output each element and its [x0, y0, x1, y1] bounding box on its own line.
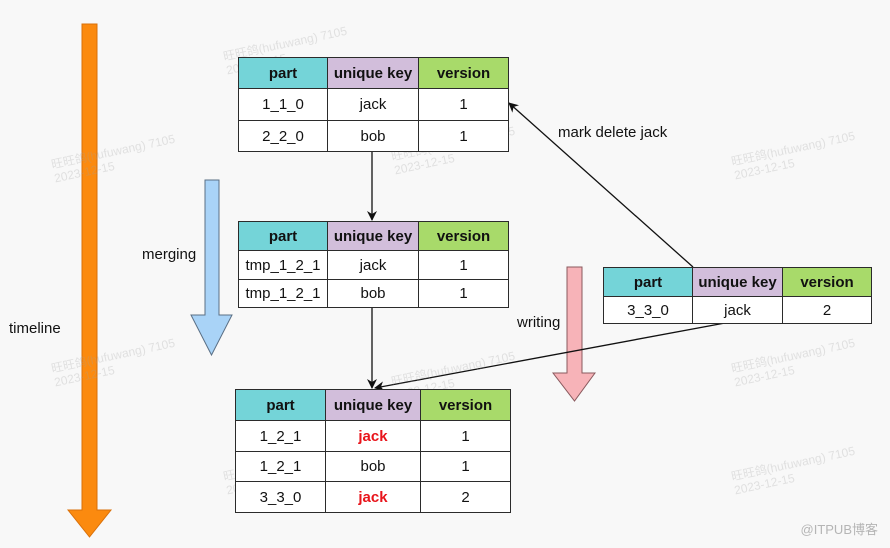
table-row: 1_1_0 jack 1 — [238, 88, 509, 121]
cell-version: 1 — [420, 420, 511, 452]
header-unique-key: unique key — [327, 221, 419, 251]
table-row: 2_2_0 bob 1 — [238, 120, 509, 152]
cell-key-highlighted: jack — [325, 420, 421, 452]
header-unique-key: unique key — [325, 389, 421, 421]
header-unique-key: unique key — [327, 57, 419, 89]
cell-part: 3_3_0 — [603, 296, 693, 324]
cell-part: tmp_1_2_1 — [238, 250, 328, 280]
merging-parts-table: part unique key version tmp_1_2_1 jack 1… — [238, 221, 509, 308]
header-part: part — [603, 267, 693, 297]
cell-version: 1 — [418, 279, 509, 308]
write-connector — [374, 322, 726, 392]
header-unique-key: unique key — [692, 267, 783, 297]
header-part: part — [238, 57, 328, 89]
source-credit: @ITPUB博客 — [800, 522, 878, 537]
timeline-label: timeline — [9, 320, 61, 337]
new-write-table: part unique key version 3_3_0 jack 2 — [603, 267, 872, 324]
cell-key: bob — [327, 120, 419, 152]
initial-parts-table: part unique key version 1_1_0 jack 1 2_2… — [238, 57, 509, 152]
cell-version: 2 — [420, 481, 511, 513]
writing-arrow — [551, 266, 596, 402]
table-header-row: part unique key version — [238, 221, 509, 251]
cell-version: 2 — [782, 296, 872, 324]
table-header-row: part unique key version — [603, 267, 872, 297]
cell-key: jack — [692, 296, 783, 324]
header-version: version — [782, 267, 872, 297]
timeline-arrow — [66, 23, 113, 538]
cell-key: jack — [327, 88, 419, 121]
header-version: version — [418, 221, 509, 251]
cell-part: 2_2_0 — [238, 120, 328, 152]
cell-part: 1_1_0 — [238, 88, 328, 121]
cell-version: 1 — [418, 120, 509, 152]
mark-delete-connector — [508, 102, 694, 268]
cell-part: 1_2_1 — [235, 420, 326, 452]
writing-label: writing — [517, 314, 561, 331]
result-parts-table: part unique key version 1_2_1 jack 1 1_2… — [235, 389, 511, 513]
cell-version: 1 — [420, 451, 511, 482]
cell-key: jack — [327, 250, 419, 280]
merging-label: merging — [142, 246, 197, 263]
table-row: 3_3_0 jack 2 — [603, 296, 872, 324]
table-row: tmp_1_2_1 bob 1 — [238, 279, 509, 308]
merging-arrow — [190, 179, 233, 357]
cell-part: tmp_1_2_1 — [238, 279, 328, 308]
header-part: part — [235, 389, 326, 421]
cell-version: 1 — [418, 88, 509, 121]
cell-key: bob — [327, 279, 419, 308]
header-version: version — [420, 389, 511, 421]
header-version: version — [418, 57, 509, 89]
cell-part: 1_2_1 — [235, 451, 326, 482]
table-row: 1_2_1 bob 1 — [235, 451, 511, 482]
table-row: 3_3_0 jack 2 — [235, 481, 511, 513]
cell-key: bob — [325, 451, 421, 482]
mark-delete-label: mark delete jack — [558, 124, 668, 141]
table-header-row: part unique key version — [238, 57, 509, 89]
table-row: 1_2_1 jack 1 — [235, 420, 511, 452]
table-header-row: part unique key version — [235, 389, 511, 421]
cell-key-highlighted: jack — [325, 481, 421, 513]
header-part: part — [238, 221, 328, 251]
cell-version: 1 — [418, 250, 509, 280]
cell-part: 3_3_0 — [235, 481, 326, 513]
table-row: tmp_1_2_1 jack 1 — [238, 250, 509, 280]
